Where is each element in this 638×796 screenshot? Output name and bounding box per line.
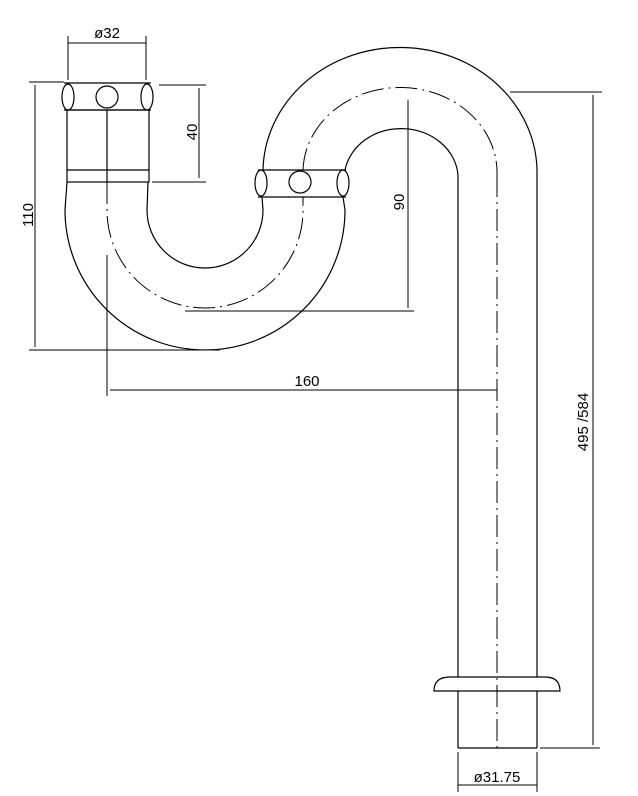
escutcheon-flange [433, 676, 561, 692]
dim-top-diameter: ø32 [94, 25, 120, 42]
dimension-lines [29, 36, 602, 792]
upper-bend [262, 46, 538, 176]
inlet-nut [61, 82, 154, 183]
dim-horizontal-offset: 160 [294, 373, 319, 390]
dim-centerline-depth: 90 [391, 194, 408, 211]
dim-trap-height: 110 [20, 203, 37, 227]
middle-nut [254, 169, 350, 198]
dim-outlet-diameter: ø31.75 [474, 769, 521, 786]
dim-nut-height: 40 [184, 124, 201, 141]
dim-vertical-length: 495 /584 [575, 393, 592, 451]
tail-pipe [433, 175, 561, 749]
